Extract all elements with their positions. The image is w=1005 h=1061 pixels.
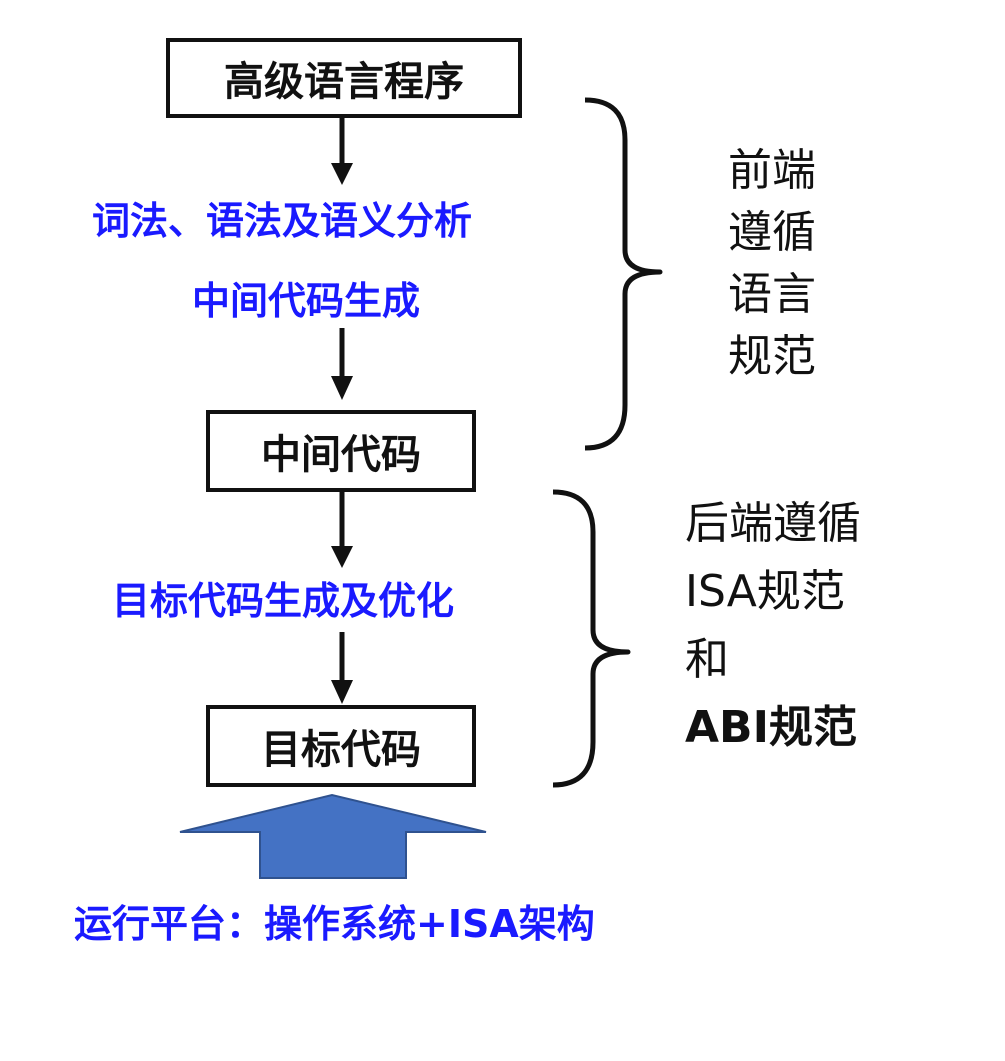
- analysis-stage-label: 词法、语法及语义分析: [92, 199, 473, 243]
- intermediate-code-box: 中间代码: [206, 410, 476, 492]
- source-program-box: 高级语言程序: [166, 38, 522, 118]
- backend-line: 后端遵循: [685, 498, 861, 549]
- arrow-targetgen-to-bottom: [331, 632, 353, 704]
- backend-line: ISA规范: [685, 566, 845, 617]
- frontend-description: 前端 遵循 语言 规范: [728, 140, 816, 388]
- backend-abi-line: ABI规范: [685, 702, 857, 753]
- arrow-middle-to-targetgen: [331, 492, 353, 568]
- frontend-line: 遵循: [728, 207, 816, 258]
- intermediate-code-label: 中间代码: [261, 432, 421, 478]
- arrow-top-to-analysis: [331, 118, 353, 185]
- backend-brace: [552, 489, 631, 788]
- arrow-irgen-to-middle: [331, 328, 353, 400]
- ir-generation-stage-label: 中间代码生成: [192, 279, 421, 323]
- platform-up-arrow: [179, 793, 487, 879]
- target-code-box: 目标代码: [206, 705, 476, 787]
- backend-description: 后端遵循 ISA规范 和 ABI规范: [685, 490, 861, 762]
- target-code-label: 目标代码: [261, 727, 421, 773]
- backend-line: 和: [685, 634, 729, 685]
- frontend-brace: [584, 97, 663, 451]
- source-program-label: 高级语言程序: [224, 59, 464, 105]
- target-generation-stage-label: 目标代码生成及优化: [112, 579, 455, 623]
- frontend-line: 前端: [728, 145, 816, 196]
- frontend-line: 规范: [728, 331, 816, 382]
- frontend-line: 语言: [728, 269, 816, 320]
- platform-label: 运行平台：操作系统+ISA架构: [74, 902, 595, 946]
